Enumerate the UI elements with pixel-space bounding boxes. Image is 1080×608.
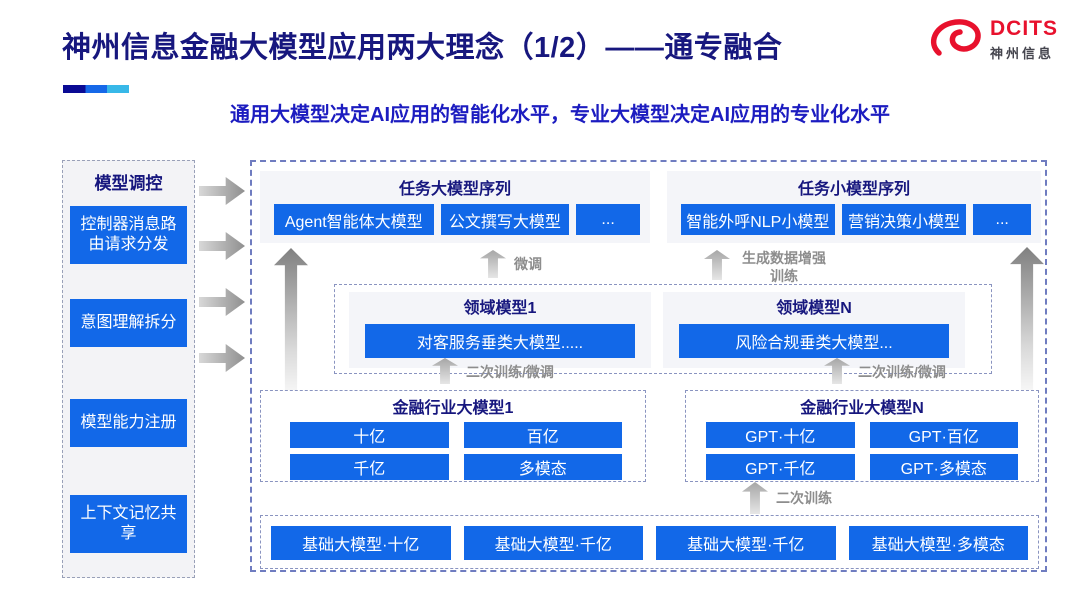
- model-node: GPT·千亿: [706, 454, 855, 480]
- model-node-ellipsis: ...: [973, 204, 1031, 235]
- sidebar-item-context-memory: 上下文记忆共享: [70, 495, 187, 553]
- group-title: 金融行业大模型1: [392, 400, 514, 417]
- page-title: 神州信息金融大模型应用两大理念（1/2）——通专融合: [62, 32, 783, 64]
- arrow-caption-secondary-train: 二次训练: [776, 490, 832, 506]
- model-node-ellipsis: ...: [576, 204, 640, 235]
- slide-subtitle: 通用大模型决定AI应用的智能化水平，专业大模型决定AI应用的专业化水平: [230, 104, 890, 126]
- domain-group-1: 领域模型1 对客服务垂类大模型.....: [349, 292, 651, 368]
- flow-arrow-right-icon: [199, 344, 245, 372]
- model-node: 千亿: [290, 454, 449, 480]
- finetune-arrow-up-icon: [480, 250, 506, 278]
- base-model-box: 基础大模型·十亿 基础大模型·千亿 基础大模型·千亿 基础大模型·多模态: [260, 515, 1039, 569]
- model-node: GPT·十亿: [706, 422, 855, 448]
- group-title: 金融行业大模型N: [800, 400, 924, 417]
- gen-data-arrow-up-icon: [704, 250, 730, 280]
- model-node-row: 智能外呼NLP小模型 营销决策小模型 ...: [681, 204, 1031, 235]
- task-small-model-group: 任务小模型序列 智能外呼NLP小模型 营销决策小模型 ...: [667, 171, 1041, 243]
- domain-group-n: 领域模型N 风险合规垂类大模型...: [663, 292, 965, 368]
- train-arrow-up-icon: [1010, 247, 1044, 390]
- model-grid: GPT·十亿 GPT·百亿 GPT·千亿 GPT·多模态: [706, 422, 1018, 480]
- model-node: 基础大模型·十亿: [271, 526, 451, 560]
- model-node: 智能外呼NLP小模型: [681, 204, 835, 235]
- sidebar-item-intent-split: 意图理解拆分: [70, 299, 187, 347]
- arrow-caption-secondary-right: 二次训练/微调: [858, 364, 946, 380]
- model-node: 风险合规垂类大模型...: [679, 324, 949, 358]
- domain-model-box: 领域模型1 对客服务垂类大模型..... 领域模型N 风险合规垂类大模型...: [334, 284, 992, 374]
- industry-model-box-n: 金融行业大模型N GPT·十亿 GPT·百亿 GPT·千亿 GPT·多模态: [685, 390, 1039, 482]
- title-accent-bar: [63, 85, 129, 93]
- secondary-train-arrow-up-icon: [742, 482, 768, 514]
- model-node: 基础大模型·多模态: [848, 526, 1028, 560]
- flow-arrow-right-icon: [199, 232, 245, 260]
- group-title: 任务大模型序列: [398, 181, 511, 198]
- model-node: 百亿: [463, 422, 622, 448]
- logo-brand: DCITS: [990, 17, 1058, 41]
- dcits-logo: DCITS 神州信息: [929, 16, 1058, 64]
- arrow-caption-finetune: 微调: [514, 256, 542, 272]
- model-node-row: Agent智能体大模型 公文撰写大模型 ...: [274, 204, 640, 235]
- logo-company: 神州信息: [990, 45, 1055, 61]
- model-architecture-panel: 任务大模型序列 Agent智能体大模型 公文撰写大模型 ... 任务小模型序列 …: [250, 160, 1047, 572]
- model-grid: 十亿 百亿 千亿 多模态: [290, 422, 622, 480]
- model-node: 基础大模型·千亿: [656, 526, 836, 560]
- model-node: GPT·多模态: [869, 454, 1018, 480]
- group-title: 任务小模型序列: [797, 181, 910, 198]
- industry-model-box-1: 金融行业大模型1 十亿 百亿 千亿 多模态: [260, 390, 646, 482]
- model-node: Agent智能体大模型: [274, 204, 434, 235]
- model-node: 公文撰写大模型: [440, 204, 570, 235]
- model-node: GPT·百亿: [869, 422, 1018, 448]
- model-node: 多模态: [463, 454, 622, 480]
- model-node: 基础大模型·千亿: [463, 526, 643, 560]
- sidebar-item-message-routing: 控制器消息路由请求分发: [70, 206, 187, 264]
- group-title: 领域模型N: [776, 300, 852, 317]
- sidebar-item-capability-register: 模型能力注册: [70, 399, 187, 447]
- flow-arrow-right-icon: [199, 177, 245, 205]
- arrow-caption-secondary-left: 二次训练/微调: [466, 364, 554, 380]
- arrow-caption-gen-data: 生成数据增强训练: [742, 250, 826, 284]
- model-node-row: 基础大模型·十亿 基础大模型·千亿 基础大模型·千亿 基础大模型·多模态: [271, 526, 1028, 560]
- train-arrow-up-icon: [274, 248, 308, 392]
- sidebar-title: 模型调控: [94, 174, 163, 193]
- logo-text: DCITS 神州信息: [990, 18, 1058, 61]
- flow-arrow-right-icon: [199, 288, 245, 316]
- model-node: 对客服务垂类大模型.....: [365, 324, 635, 358]
- task-large-model-group: 任务大模型序列 Agent智能体大模型 公文撰写大模型 ...: [260, 171, 650, 243]
- dcits-swirl-icon: [930, 19, 981, 56]
- model-node: 营销决策小模型: [841, 204, 967, 235]
- model-control-panel: 模型调控 控制器消息路由请求分发 意图理解拆分 模型能力注册 上下文记忆共享: [62, 160, 195, 578]
- group-title: 领域模型1: [463, 300, 537, 317]
- model-node: 十亿: [290, 422, 449, 448]
